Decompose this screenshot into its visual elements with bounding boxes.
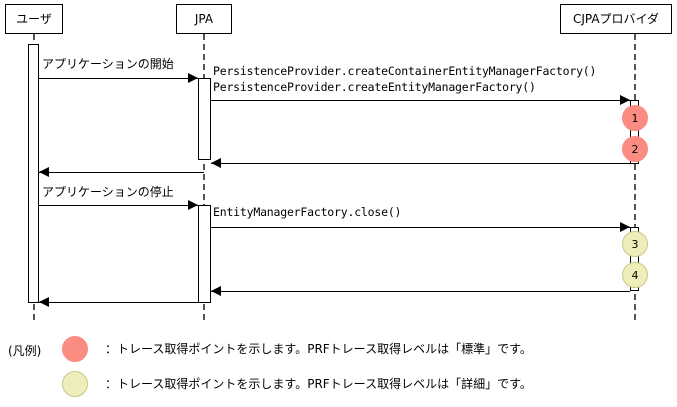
activation-bar-jpa-act-1	[198, 78, 211, 160]
message-line-m8	[39, 302, 198, 303]
trace-point-marker-2: 2	[622, 136, 648, 162]
message-label-m2b: PersistenceProvider.createEntityManagerF…	[213, 80, 536, 94]
trace-point-number-4: 4	[631, 268, 639, 282]
legend-title: (凡例)	[8, 344, 42, 358]
message-arrowhead-m7	[211, 286, 221, 296]
message-arrowhead-m5	[188, 200, 198, 210]
message-line-m6	[211, 227, 630, 228]
activation-bar-jpa-act-2	[198, 205, 211, 303]
lifeline-provider	[634, 34, 636, 320]
message-line-m4	[39, 172, 204, 173]
message-label-m2: PersistenceProvider.createContainerEntit…	[213, 64, 597, 78]
message-line-m7	[211, 291, 630, 292]
trace-point-number-3: 3	[631, 237, 639, 251]
message-arrowhead-m4	[39, 167, 49, 177]
lifeline-jpa	[203, 34, 205, 320]
message-arrowhead-m3	[211, 158, 221, 168]
participant-label-provider: CJPAプロバイダ	[572, 12, 660, 26]
activation-bar-prov-act-2	[630, 227, 639, 291]
message-arrowhead-m1	[188, 73, 198, 83]
participant-provider: CJPAプロバイダ	[560, 4, 672, 34]
legend-text-legend-standard: ：トレース取得ポイントを示します。PRFトレース取得レベルは「標準」です。	[105, 342, 532, 356]
legend-swatch-legend-detail	[62, 371, 88, 397]
message-line-m2	[211, 100, 630, 101]
message-label-m1: アプリケーションの開始	[42, 57, 174, 71]
participant-label-user: ユーザ	[16, 12, 52, 26]
trace-point-number-2: 2	[631, 142, 639, 156]
legend-swatch-legend-standard	[62, 336, 88, 362]
trace-point-marker-4: 4	[622, 262, 648, 288]
participant-label-jpa: JPA	[194, 12, 214, 26]
activation-bar-prov-act-1	[630, 100, 639, 164]
message-label-m5: アプリケーションの停止	[42, 185, 174, 199]
message-line-m5	[39, 205, 198, 206]
message-line-m1	[39, 78, 198, 79]
message-label-m6: EntityManagerFactory.close()	[213, 205, 402, 219]
trace-point-marker-1: 1	[622, 105, 648, 131]
message-arrowhead-m6	[620, 222, 630, 232]
legend-text-legend-detail: ：トレース取得ポイントを示します。PRFトレース取得レベルは「詳細」です。	[105, 377, 532, 391]
trace-point-marker-3: 3	[622, 231, 648, 257]
participant-jpa: JPA	[176, 4, 232, 34]
message-arrowhead-m8	[39, 297, 49, 307]
trace-point-number-1: 1	[631, 111, 639, 125]
activation-bar-user-act	[28, 44, 39, 303]
message-line-m3	[211, 163, 630, 164]
message-arrowhead-m2	[620, 95, 630, 105]
participant-user: ユーザ	[5, 4, 63, 34]
